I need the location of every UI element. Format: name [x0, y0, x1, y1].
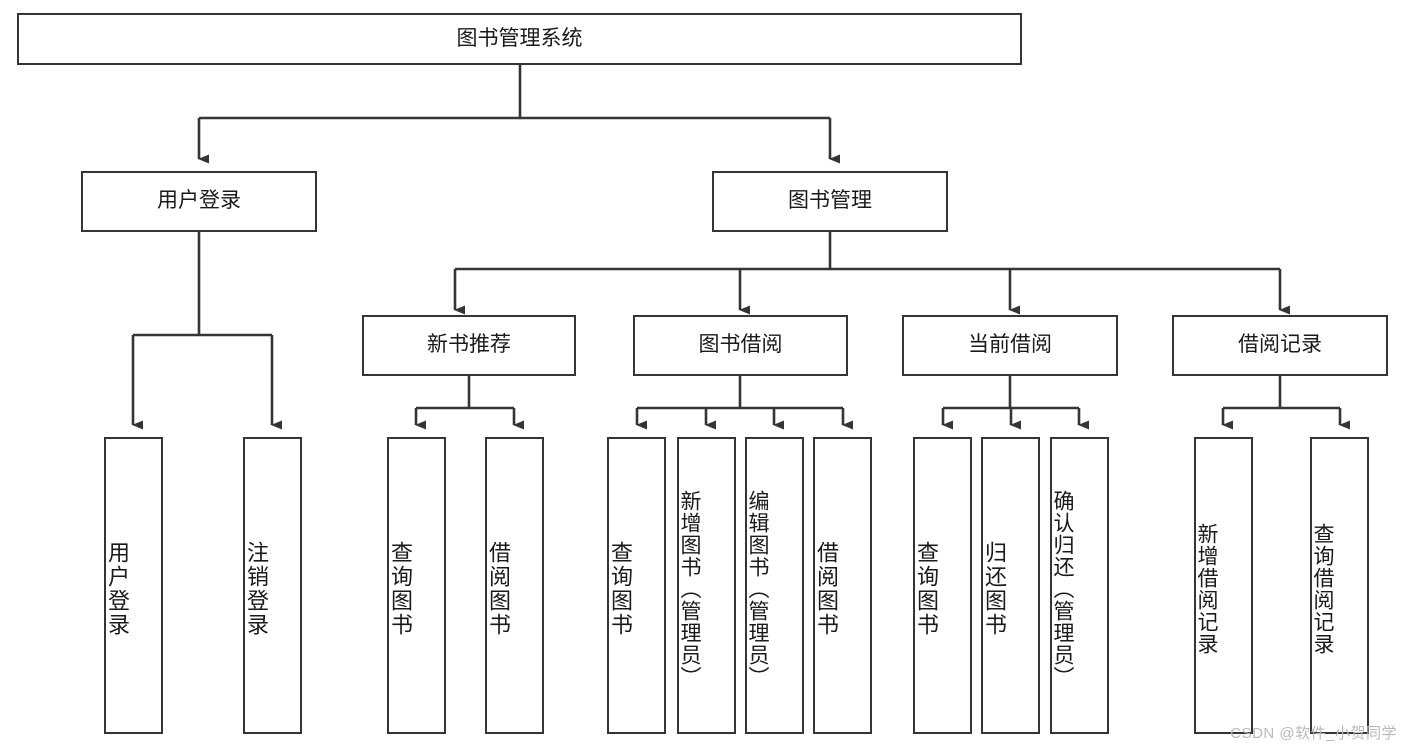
leaf-user-login[interactable]: 用户登录: [104, 437, 163, 734]
node-label: 查询借阅记录: [1311, 522, 1334, 655]
node-label: 确认归还（管理员）: [1051, 489, 1074, 688]
node-label: 新增图书（管理员）: [678, 489, 701, 688]
node-label: 图书管理: [788, 189, 872, 213]
leaf-add-borrow-record[interactable]: 新增借阅记录: [1194, 437, 1253, 734]
node-label: 图书借阅: [698, 333, 783, 357]
node-label: 编辑图书（管理员）: [746, 489, 769, 688]
node-label: 借阅图书: [486, 540, 511, 637]
node-label: 查询图书: [388, 540, 413, 637]
node-root-system[interactable]: 图书管理系统: [17, 13, 1022, 65]
node-label: 借阅图书: [814, 540, 839, 637]
node-label: 用户登录: [157, 189, 241, 213]
node-current-borrow[interactable]: 当前借阅: [902, 315, 1118, 376]
node-label: 查询图书: [914, 540, 939, 637]
node-book-borrow[interactable]: 图书借阅: [633, 315, 848, 376]
node-label: 用户登录: [105, 540, 130, 637]
node-label: 查询图书: [608, 540, 633, 637]
node-user-login[interactable]: 用户登录: [81, 171, 317, 232]
node-borrow-record[interactable]: 借阅记录: [1172, 315, 1388, 376]
node-label: 新增借阅记录: [1195, 522, 1218, 655]
node-label: 归还图书: [982, 540, 1007, 637]
node-new-book-recommend[interactable]: 新书推荐: [362, 315, 576, 376]
leaf-query-book-borrow[interactable]: 查询图书: [607, 437, 666, 734]
node-label: 图书管理系统: [456, 26, 583, 50]
leaf-borrow-book[interactable]: 借阅图书: [813, 437, 872, 734]
leaf-query-book-recommend[interactable]: 查询图书: [387, 437, 446, 734]
leaf-query-book-current[interactable]: 查询图书: [913, 437, 972, 734]
csdn-watermark: CSDN @软件_小贺同学: [1230, 725, 1397, 742]
leaf-query-borrow-record[interactable]: 查询借阅记录: [1310, 437, 1369, 734]
node-label: 借阅记录: [1238, 333, 1322, 357]
leaf-confirm-return[interactable]: 确认归还（管理员）: [1050, 437, 1109, 734]
node-label: 新书推荐: [427, 333, 511, 357]
leaf-return-book[interactable]: 归还图书: [981, 437, 1040, 734]
leaf-borrow-book-recommend[interactable]: 借阅图书: [485, 437, 544, 734]
leaf-logout-login[interactable]: 注销登录: [243, 437, 302, 734]
node-book-manage[interactable]: 图书管理: [712, 171, 948, 232]
node-label: 注销登录: [244, 540, 269, 637]
node-label: 当前借阅: [968, 333, 1052, 357]
leaf-add-book[interactable]: 新增图书（管理员）: [677, 437, 736, 734]
leaf-edit-book[interactable]: 编辑图书（管理员）: [745, 437, 804, 734]
